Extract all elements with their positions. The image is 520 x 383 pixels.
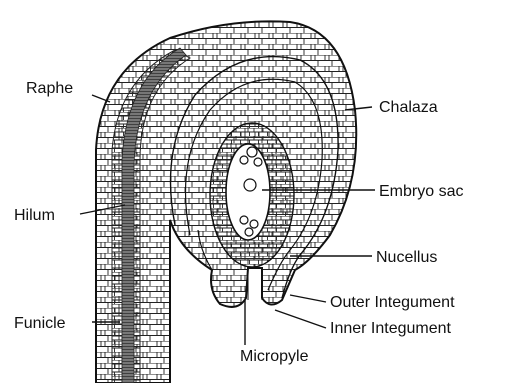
label-funicle: Funicle <box>14 315 66 332</box>
inner-integument-leader <box>275 310 326 328</box>
label-chalaza: Chalaza <box>379 99 438 116</box>
label-nucellus: Nucellus <box>376 249 437 266</box>
label-hilum: Hilum <box>14 207 55 224</box>
embryo-sac <box>226 144 270 240</box>
label-micropyle: Micropyle <box>240 348 309 365</box>
outer-integument-leader <box>290 295 326 302</box>
label-inner-integument: Inner Integument <box>330 320 452 337</box>
label-embryo-sac: Embryo sac <box>379 183 463 200</box>
label-raphe: Raphe <box>26 80 73 97</box>
label-outer-integument: Outer Integument <box>330 294 455 311</box>
micropyle-gap <box>248 268 262 300</box>
